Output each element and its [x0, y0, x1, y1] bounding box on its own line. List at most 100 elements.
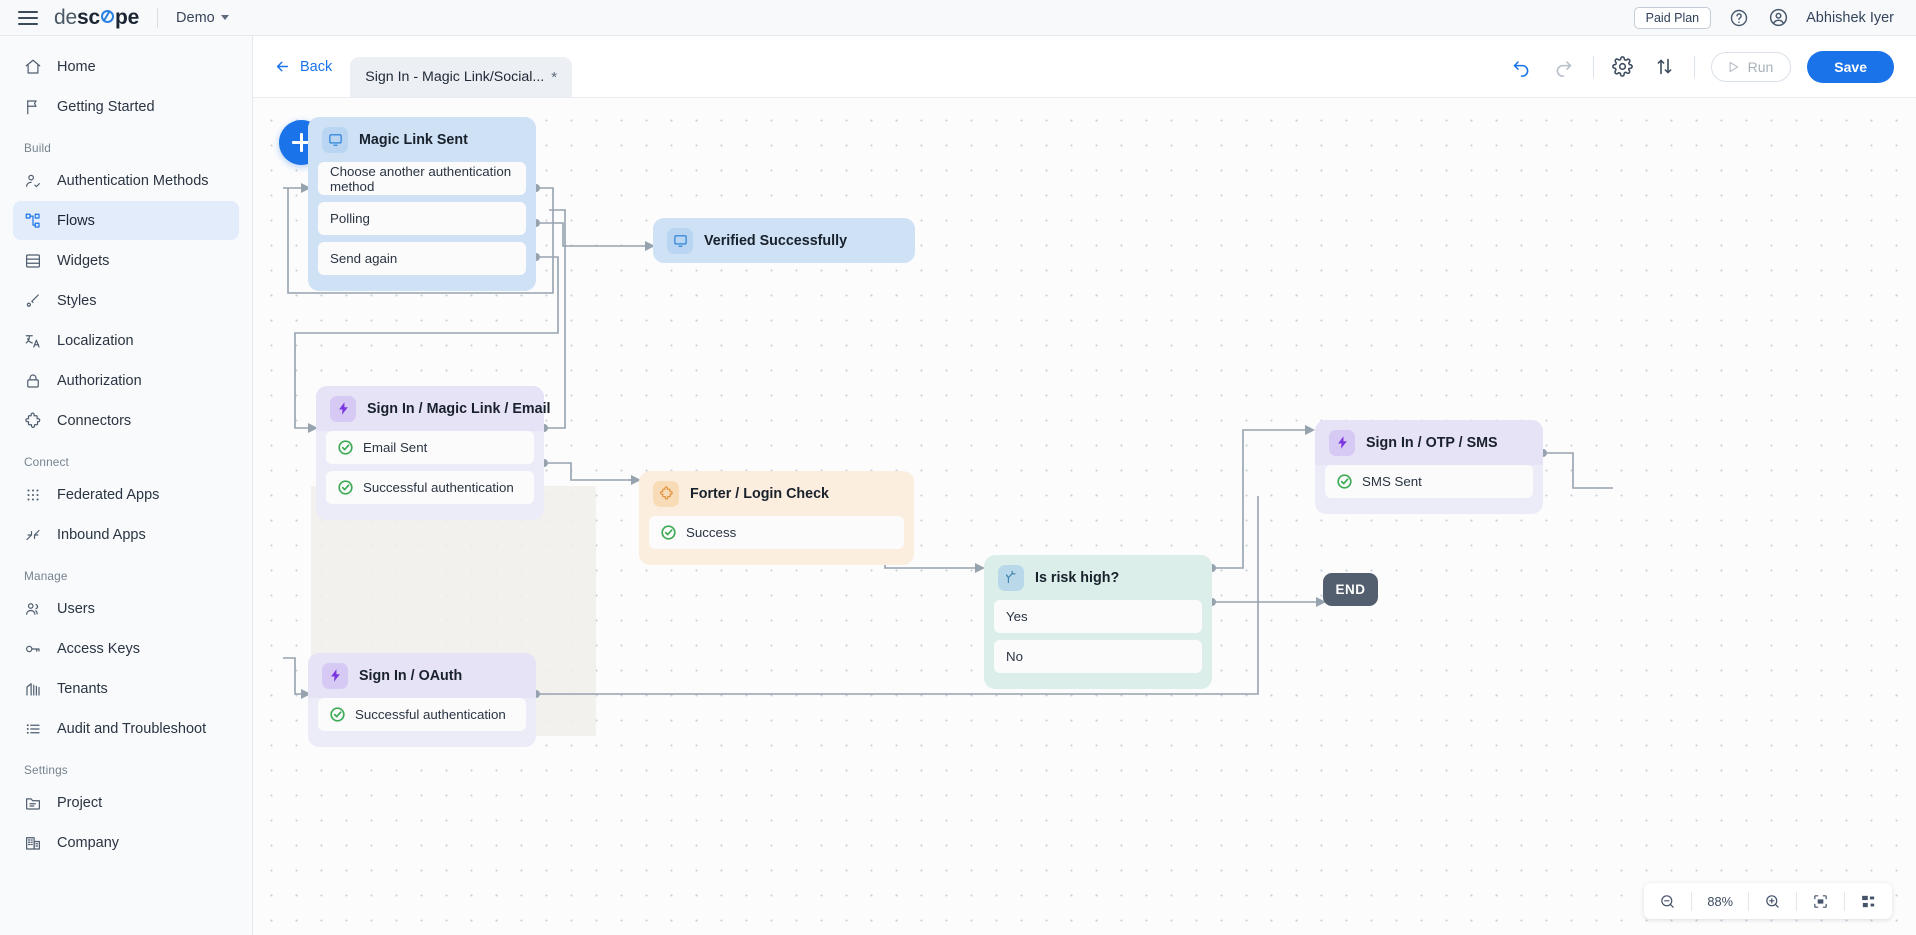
node-action-label: SMS Sent	[1362, 474, 1422, 489]
node-action-row[interactable]: Polling	[318, 202, 526, 235]
node-action-label: Polling	[330, 211, 370, 226]
node-action-label: Yes	[1006, 609, 1028, 624]
sidebar-item-users[interactable]: Users	[13, 589, 239, 628]
node-action-row[interactable]: Choose another authentication method	[318, 162, 526, 195]
node-header: Sign In / OTP / SMS	[1315, 420, 1543, 465]
sidebar-group-settings: Settings	[24, 763, 68, 777]
folder-icon	[23, 793, 43, 813]
sidebar-item-authorization[interactable]: Authorization	[13, 361, 239, 400]
zoom-level[interactable]: 88%	[1707, 893, 1733, 909]
arrows-in-icon	[23, 525, 43, 545]
key-icon	[23, 639, 43, 659]
puzzle-icon	[653, 480, 679, 507]
flow-editor-toolbar: Back Sign In - Magic Link/Social... *	[253, 36, 1916, 98]
sidebar-item-styles[interactable]: Styles	[13, 281, 239, 320]
node-title: Verified Successfully	[704, 232, 848, 249]
zoom-divider-4	[1844, 891, 1845, 911]
flows-icon	[23, 211, 43, 231]
node-header: Magic Link Sent	[308, 117, 536, 162]
undo-icon[interactable]	[1509, 54, 1535, 80]
account-name[interactable]: Abhishek Iyer	[1806, 9, 1894, 26]
user-check-icon	[23, 171, 43, 191]
sidebar-item-flows[interactable]: Flows	[13, 201, 239, 240]
sidebar-item-label: Styles	[57, 292, 97, 309]
flow-node-end[interactable]: END	[1323, 573, 1378, 606]
hamburger-icon[interactable]	[18, 10, 38, 25]
flow-tab[interactable]: Sign In - Magic Link/Social... *	[350, 57, 573, 97]
sidebar-item-connectors[interactable]: Connectors	[13, 401, 239, 440]
sidebar-item-federated-apps[interactable]: Federated Apps	[13, 475, 239, 514]
zoom-divider-3	[1796, 891, 1797, 911]
sidebar-item-label: Authorization	[57, 372, 142, 389]
redo-icon[interactable]	[1551, 54, 1577, 80]
flow-node-verified-successfully[interactable]: Verified Successfully	[653, 218, 915, 263]
node-title: Forter / Login Check	[690, 485, 830, 502]
sidebar-item-access-keys[interactable]: Access Keys	[13, 629, 239, 668]
flow-node-sign-in-otp-sms[interactable]: Sign In / OTP / SMS SMS Sent	[1315, 420, 1543, 514]
bolt-icon	[322, 662, 348, 689]
node-action-row[interactable]: Send again	[318, 242, 526, 275]
sidebar-group-manage: Manage	[24, 569, 68, 583]
node-action-row[interactable]: Successful authentication	[326, 471, 534, 504]
user-circle-icon[interactable]	[1767, 7, 1789, 29]
sidebar-item-label: Localization	[57, 332, 134, 349]
fit-screen-icon[interactable]	[1797, 883, 1844, 919]
sidebar-item-project[interactable]: Project	[13, 783, 239, 822]
help-circle-icon[interactable]	[1728, 7, 1750, 29]
zoom-divider-1	[1691, 891, 1693, 911]
flow-modified-indicator: *	[551, 68, 558, 86]
sidebar-item-company[interactable]: Company	[13, 823, 239, 862]
node-header: Is risk high?	[984, 555, 1212, 600]
sidebar-item-getting-started[interactable]: Getting Started	[13, 87, 239, 126]
home-icon	[23, 57, 43, 77]
sidebar-item-home[interactable]: Home	[13, 47, 239, 86]
zoom-in-icon[interactable]	[1749, 883, 1796, 919]
zoom-controls: 88%	[1644, 883, 1892, 919]
project-selector-label: Demo	[176, 9, 215, 26]
sidebar-item-localization[interactable]: Localization	[13, 321, 239, 360]
sidebar-item-label: Audit and Troubleshoot	[57, 720, 207, 737]
sidebar-group-connect: Connect	[24, 455, 69, 469]
plan-badge[interactable]: Paid Plan	[1633, 6, 1712, 29]
node-action-row[interactable]: Successful authentication	[318, 698, 526, 731]
node-action-row[interactable]: Success	[649, 516, 904, 549]
back-button[interactable]: Back	[274, 58, 332, 75]
check-circle-icon	[661, 525, 676, 540]
check-circle-icon	[330, 707, 345, 722]
node-action-row[interactable]: Email Sent	[326, 431, 534, 464]
node-action-row[interactable]: Yes	[994, 600, 1202, 633]
gear-icon[interactable]	[1610, 54, 1636, 80]
widgets-icon	[23, 251, 43, 271]
sidebar-item-authentication-methods[interactable]: Authentication Methods	[13, 161, 239, 200]
sort-arrows-icon[interactable]	[1652, 54, 1678, 80]
node-action-label: Send again	[330, 251, 398, 266]
save-button[interactable]: Save	[1807, 50, 1894, 83]
node-action-row[interactable]: No	[994, 640, 1202, 673]
sidebar-item-label: Connectors	[57, 412, 132, 429]
flag-icon	[23, 97, 43, 117]
sidebar-item-audit-and-troubleshoot[interactable]: Audit and Troubleshoot	[13, 709, 239, 748]
node-action-row[interactable]: SMS Sent	[1325, 465, 1533, 498]
sidebar-item-inbound-apps[interactable]: Inbound Apps	[13, 515, 239, 554]
brand-part-3: pe	[114, 5, 140, 29]
check-circle-icon	[338, 480, 353, 495]
zoom-out-icon[interactable]	[1644, 883, 1691, 919]
run-button[interactable]: Run	[1710, 51, 1792, 82]
node-title: Is risk high?	[1035, 569, 1120, 586]
minimap-icon[interactable]	[1845, 883, 1892, 919]
sidebar-item-widgets[interactable]: Widgets	[13, 241, 239, 280]
sidebar-item-label: Getting Started	[57, 98, 155, 115]
list-icon	[23, 719, 43, 739]
check-circle-icon	[1337, 474, 1352, 489]
project-selector[interactable]: Demo	[176, 10, 229, 26]
translate-icon	[23, 331, 43, 351]
sidebar-item-tenants[interactable]: Tenants	[13, 669, 239, 708]
